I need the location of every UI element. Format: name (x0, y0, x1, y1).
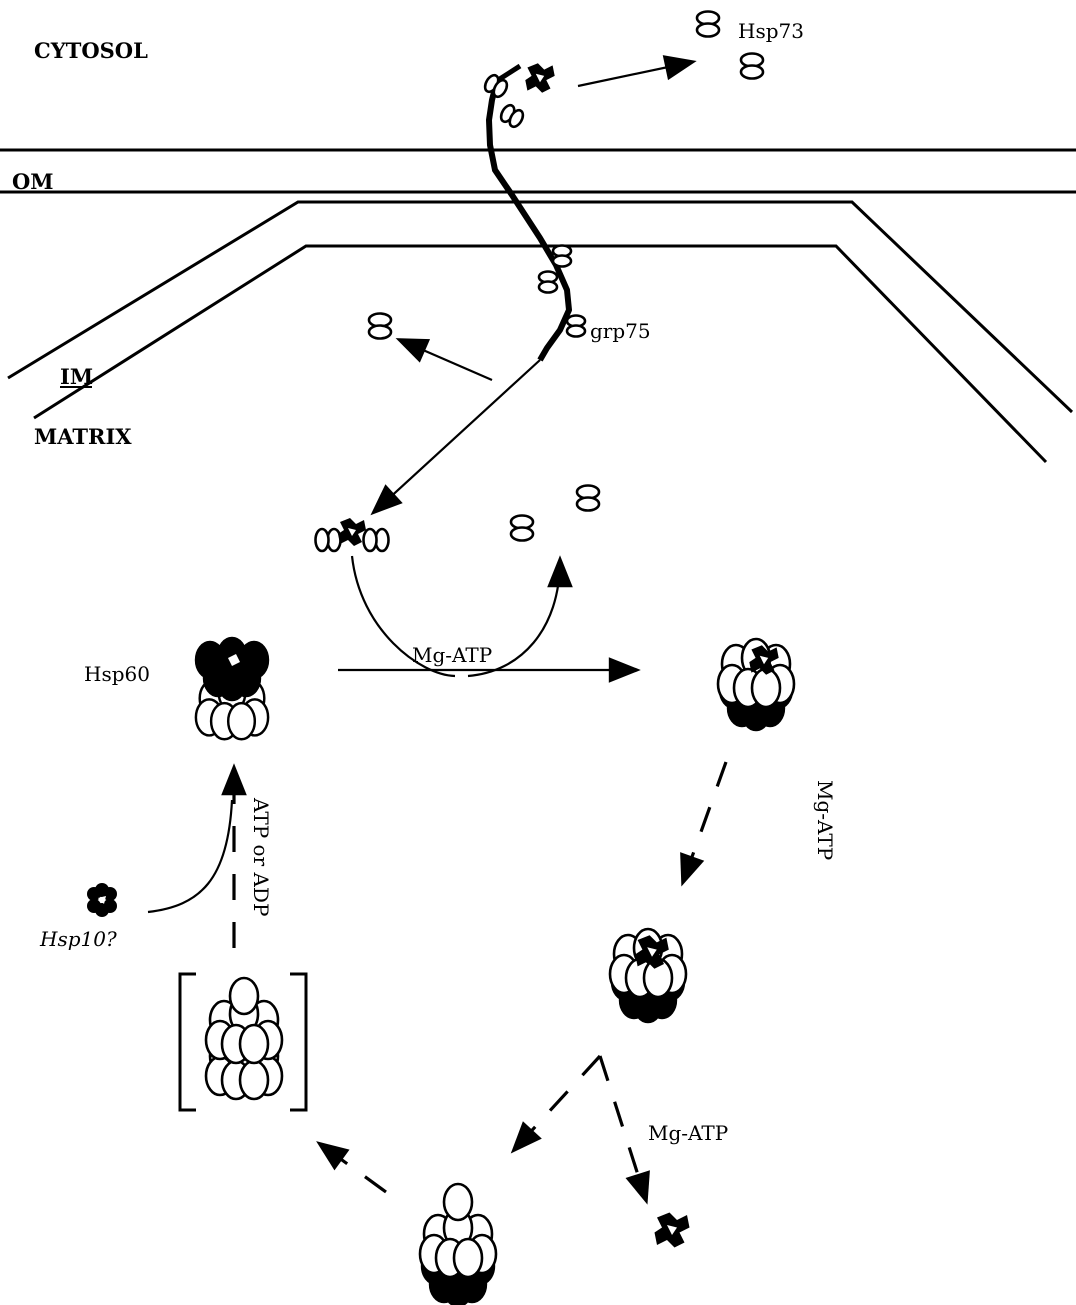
mgatp-label-right: Mg-ATP (813, 780, 837, 860)
outer-membrane (0, 150, 1076, 192)
grp75-substrate-complex (316, 518, 389, 551)
mgatp-label-bottom: Mg-ATP (648, 1121, 728, 1145)
hsp60-substrate-complex-1 (718, 639, 794, 730)
hsp10-cochaperone (87, 883, 117, 917)
matrix-delivery-arrow (374, 360, 540, 512)
om-label: OM (12, 169, 54, 194)
grp75-label: grp75 (590, 319, 651, 343)
hsp60-label: Hsp60 (84, 662, 150, 686)
folded-protein (655, 1213, 690, 1248)
intermediate-chaperonin-bracketed (180, 974, 306, 1110)
released-grp75-a (511, 516, 533, 541)
grp75-release-arrow (400, 340, 492, 380)
hsp73-monomer-1 (697, 12, 719, 37)
hsp60-substrate-complex-2 (610, 929, 686, 1022)
hsp10-binding-arrow (148, 800, 232, 912)
release-arrow (600, 1056, 646, 1200)
hsp10-label: Hsp10? (39, 927, 117, 951)
cytosol-label: CYTOSOL (34, 38, 148, 63)
released-grp75-b (577, 486, 599, 511)
hsp60-empty-chaperonin (196, 638, 268, 739)
hsp73-label: Hsp73 (738, 19, 804, 43)
recycling-arrow-1 (320, 1144, 386, 1192)
folding-arrow-1 (683, 762, 726, 882)
polypeptide-chain (489, 80, 569, 360)
hsp73-monomer-2 (741, 54, 763, 79)
mgatp-label-top: Mg-ATP (412, 643, 492, 667)
matrix-label: MATRIX (34, 424, 132, 449)
folding-arrow-2 (514, 1056, 600, 1150)
hsp73-release-arrow (578, 62, 692, 86)
hsp60-bottom-chaperonin (420, 1184, 496, 1305)
atp-or-adp-label: ATP or ADP (249, 797, 273, 916)
released-grp75 (369, 314, 391, 339)
